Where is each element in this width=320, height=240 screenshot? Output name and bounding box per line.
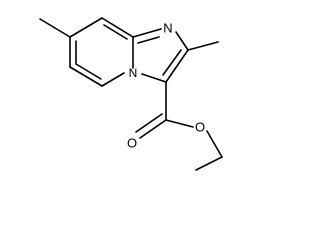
bond-n4-c5 [101, 72, 125, 87]
bond-ch2-ch3 [195, 156, 223, 171]
bond-c8-c8a-double [103, 24, 128, 40]
bond-c7-c8 [69, 17, 103, 38]
bond-c8-c8a [101, 17, 134, 38]
bond-n1-c2 [175, 31, 189, 51]
bond-carbonyl-c-o-double [135, 113, 163, 133]
atom-label-bridgehead-nitrogen: N [129, 66, 138, 80]
chemical-structure-diagram: N N O O [39, 17, 223, 171]
bond-c2-c3-double [162, 49, 182, 76]
bond-c7-methyl [39, 18, 71, 38]
bond-c5-c6-double [75, 63, 102, 80]
bond-c5-c6 [69, 66, 103, 87]
bond-carbonyl-c-o [139, 119, 167, 139]
bond-c3-n4 [141, 73, 167, 83]
bond-c2-methyl [187, 41, 219, 51]
atom-label-ether-oxygen: O [195, 120, 205, 135]
bond-carbonyl-c-ether-o [165, 119, 194, 128]
atom-label-ring-nitrogen: N [163, 21, 172, 36]
bond-c8a-n1-double [137, 36, 160, 44]
atom-label-carbonyl-oxygen: O [127, 136, 137, 151]
bond-ether-o-ch2 [206, 130, 223, 158]
bond-c8a-n1 [132, 28, 162, 38]
bond-c2-c3 [165, 49, 189, 83]
